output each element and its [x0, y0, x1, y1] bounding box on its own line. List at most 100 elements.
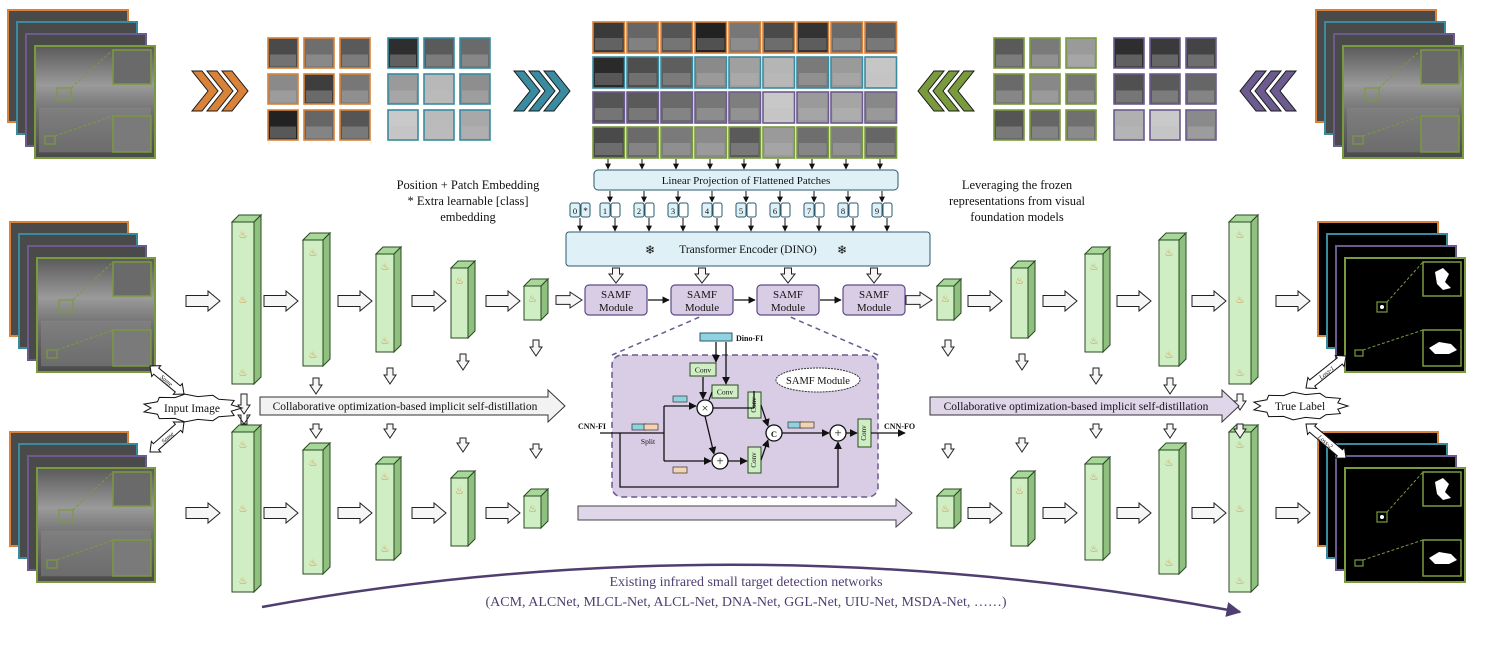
- block-front-face: [450, 267, 469, 339]
- chevron-piece: [1239, 70, 1268, 112]
- projection-arrows: [605, 159, 885, 203]
- mosaic-tile: [864, 21, 898, 54]
- encoder-down-arrows: [607, 267, 883, 284]
- conv-block-1: Conv: [689, 362, 717, 377]
- split-chunk-b: [672, 466, 688, 474]
- down-arrow: [456, 437, 470, 453]
- down-arrow: [941, 443, 955, 459]
- chevron-piece: [947, 70, 976, 112]
- flow-arrow: [967, 501, 1003, 525]
- flow-arrow: [1042, 501, 1078, 525]
- down-arrow: [309, 377, 323, 395]
- class-embedding-label: * Extra learnable [class]: [407, 194, 528, 208]
- patch-tile: [1029, 37, 1061, 69]
- conv-box: [689, 362, 717, 377]
- flow-arrow: [485, 501, 521, 525]
- flow-arrow: [485, 289, 521, 313]
- token-index: 6: [773, 206, 777, 216]
- dino-fi-label: Dino-FI: [736, 334, 763, 343]
- position-embedding-label: Position + Patch Embedding: [397, 178, 541, 192]
- mosaic-tile: [796, 91, 830, 124]
- mosaic-tile: [728, 21, 762, 54]
- token-index: 3: [671, 206, 675, 216]
- patch-tile: [1113, 73, 1145, 105]
- conv2-to-multiply: [708, 391, 713, 401]
- feature-icon: ♨: [1090, 472, 1099, 483]
- same-arrow-bottom-shape: [149, 421, 185, 453]
- chevron-teal-icon: [512, 70, 571, 112]
- zoom-inset-bottom: [1420, 115, 1460, 153]
- patch-tile: [1185, 109, 1217, 141]
- patch-tile: [303, 37, 335, 69]
- snowflake-left-icon: ❄: [645, 243, 655, 257]
- block-side-face: [1102, 245, 1111, 354]
- token-index: 7: [807, 206, 811, 216]
- token-box: [735, 202, 747, 218]
- mosaic-tile: [694, 56, 728, 89]
- patch-texture: [1116, 90, 1142, 103]
- chevron-piece: [542, 70, 571, 112]
- flow-arrow: [1116, 501, 1152, 525]
- flow-arrow: [1191, 501, 1227, 525]
- mosaic-tile: [592, 126, 626, 159]
- patch-texture: [270, 126, 296, 139]
- zoom-inset-top: [1420, 49, 1460, 85]
- foundation-models-label: foundation models: [970, 210, 1064, 224]
- patch-tile: [387, 37, 419, 69]
- mosaic-tile: [592, 21, 626, 54]
- decoder-block-2: ♨: [1009, 469, 1037, 548]
- block-front-face: [1010, 267, 1029, 339]
- loss2-arrow-shape: [1305, 423, 1347, 459]
- block-front-face: [1158, 449, 1180, 575]
- patch-tile: [1029, 109, 1061, 141]
- same-arrow-top: Same: [149, 365, 185, 395]
- down-arrow: [1233, 393, 1247, 411]
- down-arrow: [1089, 367, 1103, 385]
- mosaic-texture: [833, 108, 861, 120]
- feature-icon: ♨: [1165, 558, 1174, 569]
- zoom-inset-top: [112, 471, 152, 507]
- patch-tile: [387, 73, 419, 105]
- samf-detail-badge: [775, 367, 861, 393]
- patch-texture: [1032, 90, 1058, 103]
- mosaic-texture: [595, 38, 623, 50]
- samf-label: Module: [599, 302, 633, 314]
- down-arrow: [309, 423, 323, 439]
- patch-texture: [306, 126, 332, 139]
- patch-tile: [339, 109, 371, 141]
- zoom-line: [72, 471, 114, 511]
- feature-icon: ♨: [1165, 458, 1174, 469]
- self-distillation-arrow-right: Collaborative optimization-based implici…: [929, 388, 1240, 424]
- mosaic-tile: [694, 91, 728, 124]
- patch-tile: [993, 37, 1025, 69]
- mosaic-texture: [629, 38, 657, 50]
- transformer-encoder-label: Transformer Encoder (DINO): [679, 244, 817, 256]
- patch-texture: [1188, 90, 1214, 103]
- down-arrow: [1089, 423, 1103, 439]
- feature-icon: ♨: [1236, 295, 1245, 306]
- feature-icon: ♨: [1236, 504, 1245, 515]
- block-front-face: [375, 463, 395, 561]
- feature-icon: ♨: [1090, 262, 1099, 273]
- patch-texture: [390, 90, 416, 103]
- encoder-block-1: ♨♨♨: [230, 423, 263, 594]
- block-front-face: [302, 239, 324, 367]
- same-arrow-top-group: Same: [149, 365, 185, 395]
- flow-arrow: [337, 289, 373, 313]
- mosaic-texture: [595, 108, 623, 120]
- patch-grid-purple: [1113, 37, 1217, 141]
- patch-texture: [1152, 54, 1178, 67]
- patch-texture: [1068, 126, 1094, 139]
- samf-box: [584, 284, 648, 316]
- multiply-to-add: [704, 415, 717, 455]
- mosaic-tile: [830, 91, 864, 124]
- true-label-badge-shape: [1252, 391, 1350, 421]
- split-label: Split: [641, 437, 656, 446]
- patch-tile: [267, 73, 299, 105]
- block-side-face: [393, 245, 402, 354]
- add-symbol: +: [834, 425, 841, 440]
- feature-icon: ♨: [1236, 576, 1245, 587]
- snowflake-right-icon: ❄: [837, 243, 847, 257]
- patch-grid-teal: [387, 37, 491, 141]
